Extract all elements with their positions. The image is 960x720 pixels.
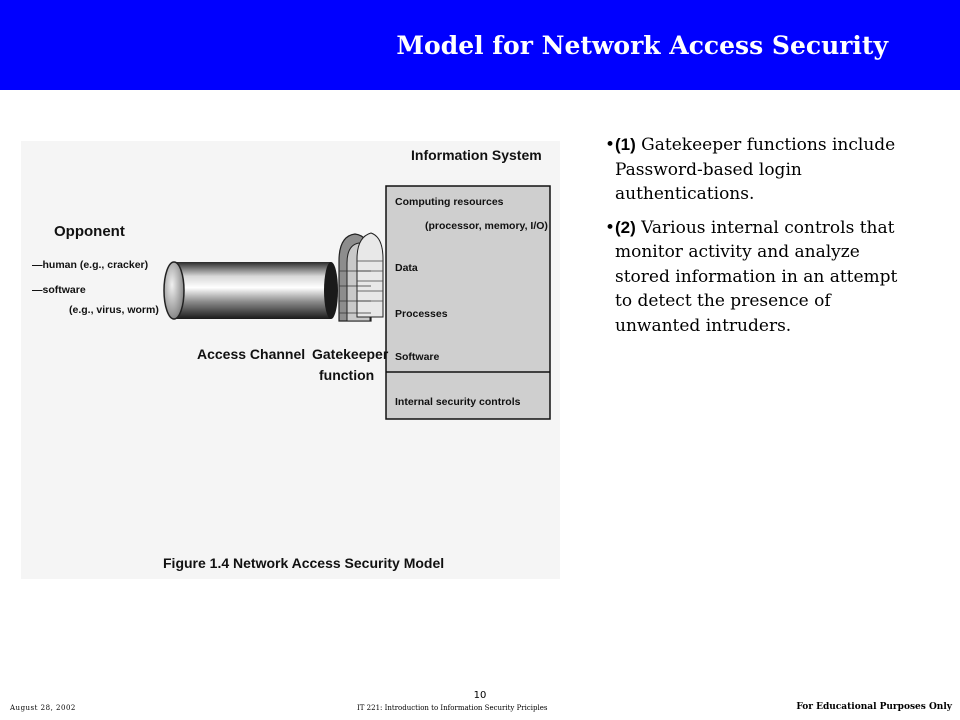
bullet-dot: • (605, 135, 616, 155)
opponent-human-label: —human (e.g., cracker) (32, 259, 148, 271)
tube-end-cap (163, 261, 185, 320)
header-bar: Model for Network Access Security (0, 0, 960, 90)
gatekeeper-label-line1: Gatekeeper (312, 346, 389, 362)
bullet-number: (1) (615, 135, 636, 154)
tube-far-end (324, 262, 338, 319)
gatekeeper-label-line2: function (319, 367, 374, 383)
opponent-label: Opponent (54, 223, 125, 240)
software-label: Software (395, 351, 440, 363)
footer-note: For Educational Purposes Only (796, 702, 952, 712)
bullet-list: •(1) Gatekeeper functions include Passwo… (605, 133, 910, 347)
footer-course: IT 221: Introduction to Information Secu… (357, 704, 548, 712)
info-system-box (385, 185, 551, 420)
data-label: Data (395, 262, 418, 274)
access-channel-tube (174, 262, 331, 319)
gatekeeper-arch-icon (338, 232, 384, 322)
network-security-figure: Information System Computing resources (… (21, 141, 560, 579)
bullet-dot: • (605, 217, 616, 238)
computing-resources-label: Computing resources (395, 196, 504, 208)
bullet-text: Various internal controls that monitor a… (615, 217, 898, 336)
opponent-software-example: (e.g., virus, worm) (69, 304, 159, 316)
figure-caption: Figure 1.4 Network Access Security Model (163, 555, 444, 571)
page-number: 10 (473, 690, 487, 701)
bullet-item-2: •(2) Various internal controls that moni… (605, 216, 910, 339)
footer-date: August 28, 2002 (10, 704, 76, 712)
slide-title: Model for Network Access Security (396, 31, 888, 60)
access-channel-label: Access Channel (197, 346, 305, 362)
opponent-software-label: —software (32, 284, 86, 296)
computing-resources-detail: (processor, memory, I/O) (425, 220, 548, 232)
figure-diagram: Information System Computing resources (… (32, 147, 551, 571)
processes-label: Processes (395, 308, 448, 320)
internal-controls-label: Internal security controls (395, 396, 521, 408)
bullet-item-1: •(1) Gatekeeper functions include Passwo… (605, 133, 910, 207)
info-system-label: Information System (411, 147, 542, 163)
bullet-text: Gatekeeper functions include Password-ba… (615, 135, 896, 204)
bullet-number: (2) (615, 217, 636, 237)
